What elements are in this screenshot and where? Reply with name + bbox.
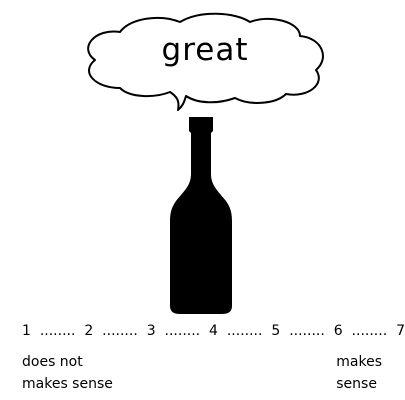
scale-point-4[interactable]: 4 [209,323,218,339]
scale-point-1[interactable]: 1 [22,323,31,339]
scale-point-7[interactable]: 7 [396,323,405,339]
rating-scale: 1 ........ 2 ........ 3 ........ 4 .....… [22,323,405,339]
scale-separator: ........ [160,323,205,339]
scale-separator: ........ [97,323,143,339]
anchor-left-line: makes sense [22,376,113,392]
anchor-right-line: makes [336,354,382,370]
anchor-left-line: does not [22,354,83,370]
scale-point-6[interactable]: 6 [333,323,343,339]
speech-bubble-icon [87,12,324,111]
scale-separator: ........ [222,323,267,339]
bubble-word: great [161,32,249,68]
bottle-icon [170,117,232,314]
scale-point-5[interactable]: 5 [271,323,281,339]
anchor-right-label: makes sense [336,351,382,395]
anchor-left-label: does not makes sense [22,351,113,395]
anchor-right-line: sense [336,376,377,392]
scale-separator: ........ [284,323,330,339]
scale-separator: ........ [35,323,80,339]
scale-point-3[interactable]: 3 [146,323,156,339]
scale-point-2[interactable]: 2 [84,323,94,339]
scale-separator: ........ [347,323,392,339]
